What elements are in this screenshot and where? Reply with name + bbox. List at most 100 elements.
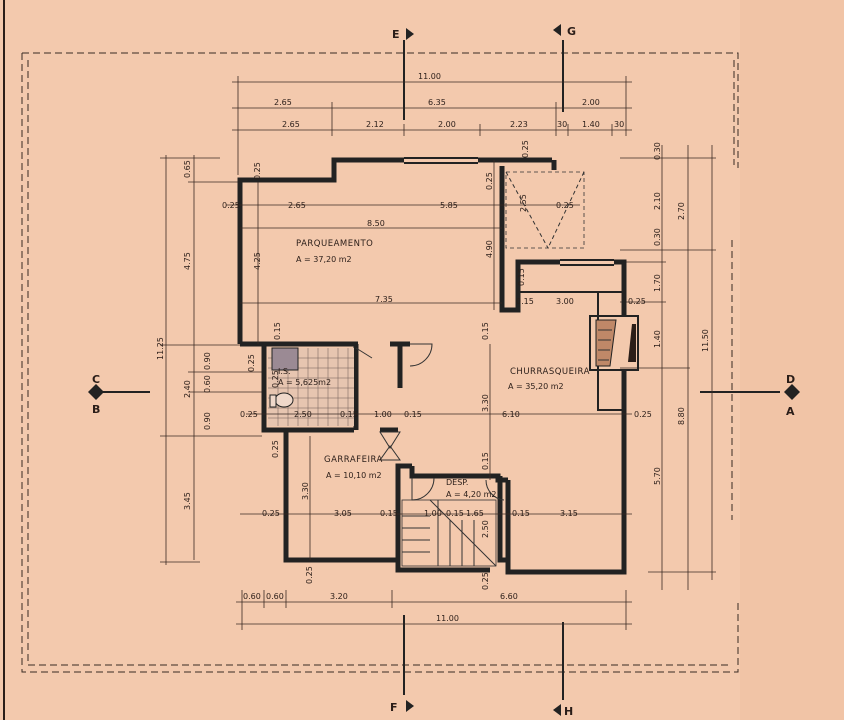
section-line-ef xyxy=(403,28,414,712)
room-churrasqueira-area: A = 35,20 m2 xyxy=(508,382,564,391)
dim-churr-b: 3.15 xyxy=(560,509,578,518)
barbecue-fireplace xyxy=(589,315,639,371)
dim-desp-c: 1.65 xyxy=(466,509,484,518)
dim-garr-top-wall: 0.25 xyxy=(271,440,280,458)
room-desp-name: DESP. xyxy=(446,478,468,487)
dim-park-w2: 5.85 xyxy=(440,201,458,210)
room-is-area: A = 5,625m2 xyxy=(278,378,331,387)
dim-right-5: 1.40 xyxy=(653,330,662,348)
room-parqueamento-area: A = 37,20 m2 xyxy=(296,255,352,264)
interior-walls xyxy=(261,160,557,563)
marker-a: A xyxy=(786,405,795,418)
dim-top-r3-5: 1.40 xyxy=(582,120,600,129)
dim-is-wall: 0.15 xyxy=(340,410,358,419)
dim-mid-left: 0.25 xyxy=(240,410,258,419)
dim-right-7: 5.70 xyxy=(653,467,662,485)
dim-park-right-top: 0.25 xyxy=(485,172,494,190)
dim-churr-left: 0.15 xyxy=(481,322,490,340)
windows xyxy=(404,157,614,266)
dim-desp-b: 0.15 xyxy=(446,509,464,518)
dim-park-left-h: 4.25 xyxy=(253,252,262,270)
dim-desp-h: 2.50 xyxy=(481,520,490,538)
dim-left-2: 11.25 xyxy=(156,337,165,360)
dim-bottom-0: 0.60 xyxy=(243,592,261,601)
dim-right-4: 1.70 xyxy=(653,274,662,292)
marker-c: C xyxy=(92,373,100,386)
dim-top-r3-3: 2.23 xyxy=(510,120,528,129)
right-dimension-chains xyxy=(620,145,716,590)
dim-top-total: 11.00 xyxy=(418,72,441,81)
dim-is-right: 0.25 xyxy=(271,370,280,388)
site-boundary-dashed xyxy=(21,52,739,673)
paper-edge-shade xyxy=(740,0,844,720)
marker-e: E xyxy=(392,28,400,41)
dim-garr-wall: 0.15 xyxy=(380,509,398,518)
room-parqueamento-name: PARQUEAMENTO xyxy=(296,239,373,249)
dim-top-025: 0.25 xyxy=(521,140,530,158)
bathroom-tiles xyxy=(268,347,354,426)
dim-park-total: 8.50 xyxy=(367,219,385,228)
dim-desp-r: 0.15 xyxy=(512,509,530,518)
section-line-cd xyxy=(88,384,800,400)
dim-top-r3-0: 2.65 xyxy=(282,120,300,129)
dim-left-1: 4.75 xyxy=(183,252,192,270)
marker-d: D xyxy=(786,373,795,386)
dim-bottom-3: 6.60 xyxy=(500,592,518,601)
dim-churr-w: 6.10 xyxy=(502,410,520,419)
dim-left-5: 0.60 xyxy=(203,375,212,393)
room-churrasqueira-name: CHURRASQUEIRA xyxy=(510,367,590,377)
dim-right-0: 0.30 xyxy=(653,142,662,160)
dim-garr-w: 3.05 xyxy=(334,509,352,518)
dim-churr-r: 0.25 xyxy=(634,410,652,419)
dim-churr-top3: 0.25 xyxy=(628,297,646,306)
dim-churr-top2: 3.00 xyxy=(556,297,574,306)
dim-garr-h: 3.30 xyxy=(301,482,310,500)
dim-right-8: 8.80 xyxy=(677,407,686,425)
dim-left-7: 3.45 xyxy=(183,492,192,510)
room-garrafeira-area: A = 10,10 m2 xyxy=(326,471,382,480)
dim-row-100: 1.00 xyxy=(374,410,392,419)
dim-bottom-1: 0.60 xyxy=(266,592,284,601)
dim-park-wall-top: 0.25 xyxy=(253,162,262,180)
section-line-gh xyxy=(553,24,564,716)
dim-bottom-2: 3.20 xyxy=(330,592,348,601)
upper-stair-outline xyxy=(505,171,585,249)
dim-bottom-wall-r: 0.25 xyxy=(481,572,490,590)
room-is-name: I.S. xyxy=(278,367,291,376)
room-garrafeira-name: GARRAFEIRA xyxy=(324,455,383,465)
dim-park-right-h: 4.90 xyxy=(485,240,494,258)
lower-stair xyxy=(401,499,497,567)
dim-stair-w: 0.25 xyxy=(556,201,574,210)
dim-right-1: 2.10 xyxy=(653,192,662,210)
dim-churr-top1: 0.15 xyxy=(516,297,534,306)
inner-dimension-lines xyxy=(226,160,632,560)
dim-churr-h: 3.30 xyxy=(481,394,490,412)
marker-b: B xyxy=(92,403,100,416)
dim-garr-left: 0.25 xyxy=(262,509,280,518)
dim-top-r2-0: 2.65 xyxy=(274,98,292,107)
dim-churr-step: 0.15 xyxy=(517,268,526,286)
dim-park-w1: 2.65 xyxy=(288,201,306,210)
dim-top-r2-2: 2.00 xyxy=(582,98,600,107)
dim-left-3: 2.40 xyxy=(183,380,192,398)
dim-right-2: 0.30 xyxy=(653,228,662,246)
dim-is-top: 0.15 xyxy=(273,322,282,340)
top-dimension-chains xyxy=(232,76,632,175)
dim-bottom-wall-l: 0.25 xyxy=(305,566,314,584)
room-desp-area: A = 4,20 m2 xyxy=(446,490,497,499)
dim-top-r3-6: 30 xyxy=(614,120,624,129)
dim-desp-a: 1.00 xyxy=(424,509,442,518)
dim-right-6: 11.50 xyxy=(701,329,710,352)
bottom-dimension-chains xyxy=(236,590,632,630)
dim-right-3: 2.70 xyxy=(677,202,686,220)
dim-top-r2-1: 6.35 xyxy=(428,98,446,107)
dim-park-wall: 0.25 xyxy=(222,201,240,210)
left-dimension-chains xyxy=(160,155,262,565)
exterior-walls xyxy=(237,157,627,575)
dim-stair-h: 2.55 xyxy=(519,194,528,212)
marker-f: F xyxy=(390,701,398,714)
dim-top-r3-4: 30 xyxy=(557,120,567,129)
dim-park-bottom: 7.35 xyxy=(375,295,393,304)
dim-is-left: 0.25 xyxy=(247,354,256,372)
